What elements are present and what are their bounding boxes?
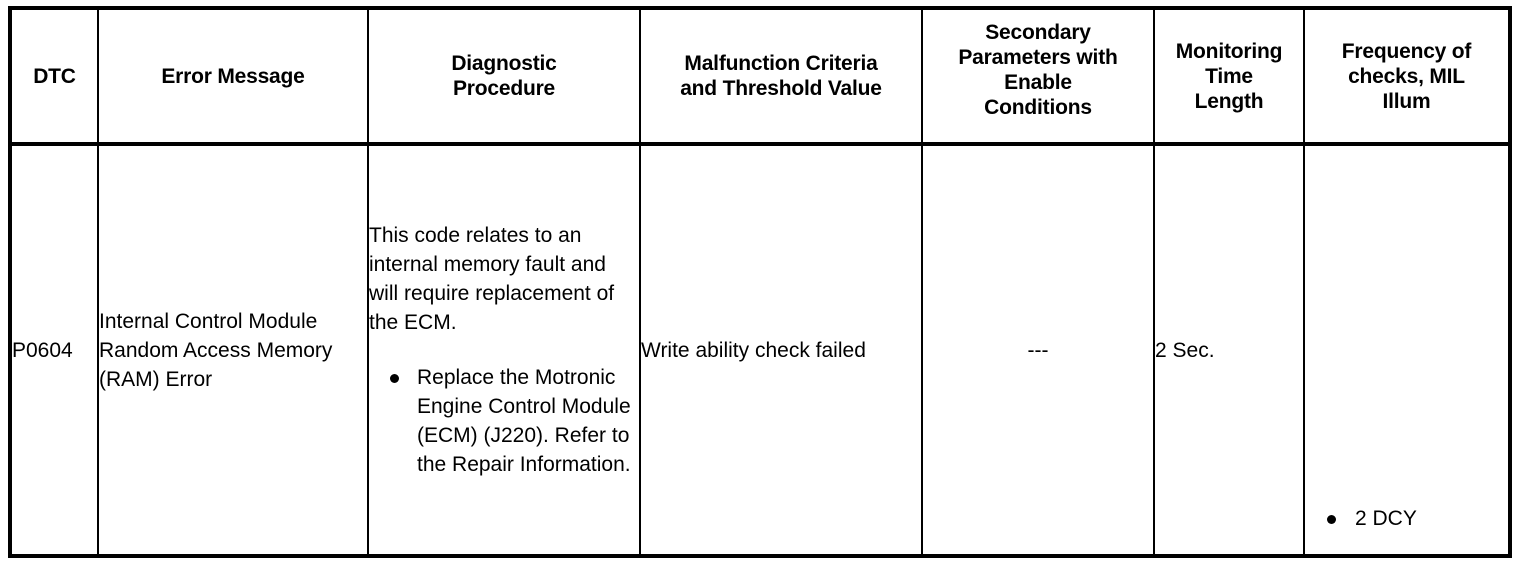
header-row: DTC Error Message Diagnostic Procedure M… [9,8,1511,146]
column-header-frequency-of-checks-label: Frequency of checks, MIL Illum [1305,39,1508,114]
frequency-line-1: Frequency of [1341,39,1472,63]
table-header: DTC Error Message Diagnostic Procedure M… [9,8,1511,146]
column-header-dtc: DTC [9,8,99,146]
frequency-line-3: Illum [1382,89,1431,113]
column-header-secondary-parameters-label: Secondary Parameters with Enable Conditi… [923,20,1153,120]
frequency-line-2: checks, MIL [1348,64,1465,88]
secondary-parameters-value: --- [1027,338,1049,362]
cell-frequency-of-checks: 2 DCY [1303,144,1511,556]
monitoring-line-3: Length [1194,89,1264,113]
cell-secondary-parameters: --- [921,144,1155,556]
column-header-diagnostic-procedure: Diagnostic Procedure [367,8,641,146]
dtc-diagnostic-table: DTC Error Message Diagnostic Procedure M… [8,6,1512,558]
diagnostic-procedure-bullet-list: Replace the Motronic Engine Control Modu… [369,363,639,479]
column-header-error-message: Error Message [97,8,369,146]
cell-dtc-code: P0604 [9,144,99,556]
cell-monitoring-time-length: 2 Sec. [1153,144,1305,556]
malfunction-line-1: Malfunction Criteria [684,52,878,75]
dtc-table-container: DTC Error Message Diagnostic Procedure M… [8,6,1512,558]
cell-diagnostic-procedure: This code relates to an internal memory … [367,144,641,556]
list-item-text: 2 DCY [1355,506,1417,530]
frequency-bullet-list: 2 DCY [1305,504,1508,533]
column-header-monitoring-time-length: Monitoring Time Length [1153,8,1305,146]
cell-malfunction-criteria: Write ability check failed [639,144,923,556]
column-header-dtc-label: DTC [33,64,76,88]
column-header-diagnostic-procedure-label: Diagnostic Procedure [369,51,639,101]
table-body: P0604 Internal Control Module Random Acc… [9,144,1511,556]
list-item: Replace the Motronic Engine Control Modu… [369,363,639,479]
malfunction-line-2: and Threshold Value [680,77,882,100]
cell-error-message: Internal Control Module Random Access Me… [97,144,369,556]
table-row: P0604 Internal Control Module Random Acc… [9,144,1511,556]
secondary-line-1: Secondary [985,21,1091,44]
diagnostic-procedure-intro: This code relates to an internal memory … [369,224,615,334]
bullet-icon [1327,514,1336,524]
list-item-text: Replace the Motronic Engine Control Modu… [417,366,631,476]
diagnostic-procedure-line-1: Diagnostic [451,52,557,75]
column-header-malfunction-criteria: Malfunction Criteria and Threshold Value [639,8,923,146]
column-header-secondary-parameters: Secondary Parameters with Enable Conditi… [921,8,1155,146]
secondary-line-2: Parameters with [958,46,1118,69]
column-header-monitoring-time-length-label: Monitoring Time Length [1155,39,1303,114]
diagnostic-procedure-line-2: Procedure [452,77,556,100]
column-header-frequency-of-checks: Frequency of checks, MIL Illum [1303,8,1511,146]
monitoring-line-1: Monitoring [1175,39,1283,63]
secondary-line-4: Conditions [984,96,1092,119]
list-item: 2 DCY [1305,504,1508,533]
frequency-bullet-wrapper: 2 DCY [1305,504,1508,533]
column-header-malfunction-criteria-label: Malfunction Criteria and Threshold Value [641,51,921,101]
secondary-line-3: Enable [1004,71,1072,94]
monitoring-line-2: Time [1205,64,1253,88]
column-header-error-message-label: Error Message [161,64,305,88]
bullet-icon [390,374,399,383]
